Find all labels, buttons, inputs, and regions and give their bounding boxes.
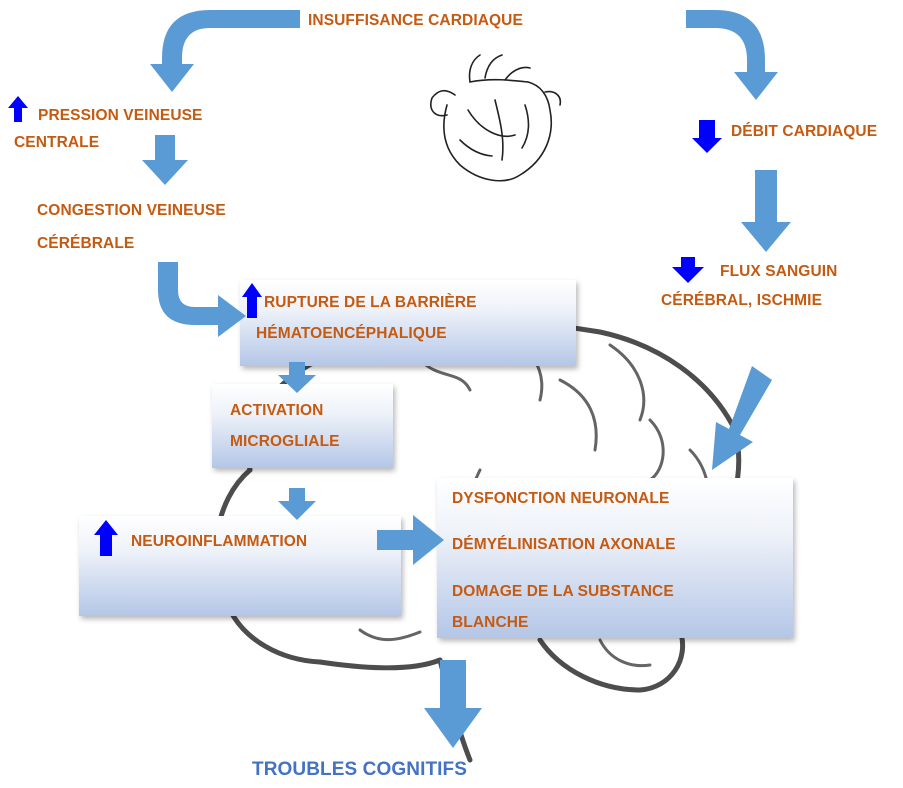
label-line: CONGESTION VEINEUSE [37, 194, 226, 227]
arrow-rupture-to-activation [278, 362, 316, 393]
arrow-flux-to-consequences [712, 366, 772, 470]
label-activation-microgliale: ACTIVATION MICROGLIALE [230, 395, 340, 457]
label-line: CÉRÉBRALE [37, 227, 226, 260]
arrow-insuffisance-to-pression [150, 10, 300, 92]
down-arrow-icon [672, 257, 704, 283]
arrow-activation-to-neuroinflammation [278, 488, 316, 520]
label-demyelinisation-axonale: DÉMYÉLINISATION AXONALE [452, 530, 676, 559]
label-neuroinflammation: NEUROINFLAMMATION [131, 527, 307, 556]
label-line: DOMAGE DE LA SUBSTANCE [452, 576, 674, 607]
label-congestion-veineuse: CONGESTION VEINEUSE CÉRÉBRALE [37, 194, 226, 260]
label-domage-substance-blanche: DOMAGE DE LA SUBSTANCE BLANCHE [452, 576, 674, 638]
label-line: BLANCHE [452, 607, 674, 638]
label-flux-sanguin-2: CÉRÉBRAL, ISCHMIE [661, 286, 822, 315]
label-line: HÉMATOENCÉPHALIQUE [256, 318, 447, 349]
label-line: FLUX SANGUIN [720, 257, 837, 286]
label-line: RUPTURE DE LA BARRIÈRE [264, 287, 477, 318]
label-rupture-barriere: RUPTURE DE LA BARRIÈRE [264, 287, 477, 318]
label-line: DYSFONCTION NEURONALE [452, 484, 669, 513]
label-line: DÉMYÉLINISATION AXONALE [452, 530, 676, 559]
label-dysfonction-neuronale: DYSFONCTION NEURONALE [452, 484, 669, 513]
label-troubles-cognitifs: TROUBLES COGNITIFS [252, 757, 467, 784]
label-line: ACTIVATION [230, 395, 340, 426]
label-line: DÉBIT CARDIAQUE [731, 117, 877, 146]
arrow-insuffisance-to-debit [686, 10, 778, 100]
arrow-congestion-to-rupture [158, 262, 246, 337]
arrow-consequences-to-troubles [424, 660, 482, 748]
label-line: CENTRALE [14, 132, 99, 154]
up-arrow-icon [94, 520, 118, 556]
label-rupture-barriere-2: HÉMATOENCÉPHALIQUE [256, 318, 447, 349]
label-pression-veineuse: PRESSION VEINEUSE [38, 99, 203, 132]
label-line: NEUROINFLAMMATION [131, 527, 307, 556]
down-arrow-icon [692, 120, 722, 153]
arrow-pression-to-congestion [142, 135, 188, 185]
label-insuffisance-cardiaque: INSUFFISANCE CARDIAQUE [308, 6, 523, 35]
up-arrow-icon [8, 96, 28, 122]
label-line: TROUBLES COGNITIFS [252, 757, 467, 784]
label-line: INSUFFISANCE CARDIAQUE [308, 6, 523, 35]
label-line: MICROGLIALE [230, 426, 340, 457]
label-line: CÉRÉBRAL, ISCHMIE [661, 286, 822, 315]
label-debit-cardiaque: DÉBIT CARDIAQUE [731, 117, 877, 146]
label-pression-veineuse-2: CENTRALE [14, 132, 99, 154]
label-flux-sanguin: FLUX SANGUIN [720, 257, 837, 286]
label-line: PRESSION VEINEUSE [38, 99, 203, 132]
up-arrow-icon [242, 283, 262, 318]
arrow-neuroinflammation-to-consequences [377, 515, 444, 565]
arrow-debit-to-flux [741, 170, 791, 252]
